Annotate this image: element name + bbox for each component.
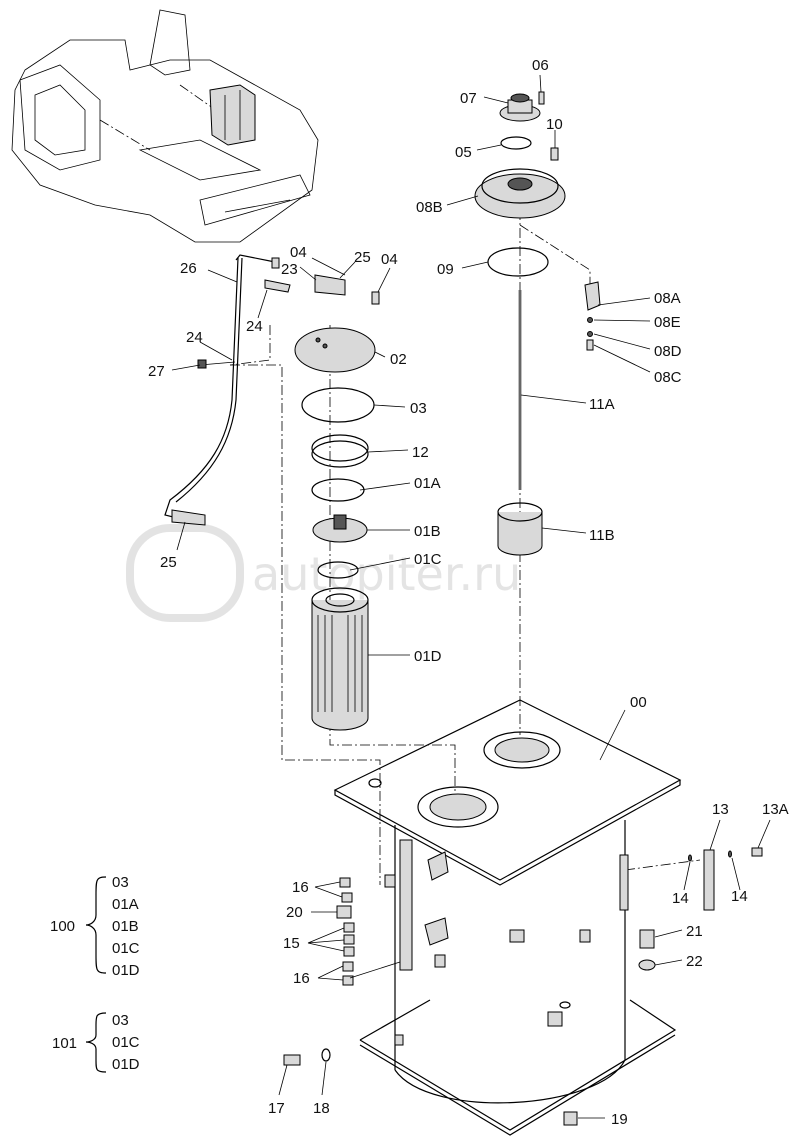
- label-20: 20: [286, 904, 303, 921]
- label-24-lower: 24: [246, 318, 263, 335]
- washer-14-left: [688, 854, 692, 862]
- label-12: 12: [412, 444, 429, 461]
- spring-01A: [311, 478, 365, 502]
- label-21: 21: [686, 923, 703, 940]
- label-15: 15: [283, 935, 300, 952]
- kit-100-list: 100 03 01A 01B 01C 01D: [50, 874, 140, 979]
- label-04-left: 04: [290, 244, 307, 261]
- label-11A: 11A: [589, 396, 615, 413]
- washer-22: [638, 959, 656, 971]
- ring-12: [311, 434, 369, 468]
- label-07: 07: [460, 90, 477, 107]
- bolt-10: [550, 147, 559, 161]
- label-27: 27: [148, 363, 165, 380]
- label-26: 26: [180, 260, 197, 277]
- label-24-upper: 24: [186, 329, 203, 346]
- o-ring-01C: [317, 561, 359, 579]
- label-01C: 01C: [414, 551, 442, 568]
- bolt-08C: [586, 339, 594, 351]
- label-06: 06: [532, 57, 549, 74]
- plug-19: [563, 1111, 578, 1126]
- washer-08D: [587, 331, 593, 337]
- callout-labels: 06 07 10 05 08B 09 08A 08E 08D 08C 11A 1…: [148, 57, 789, 1128]
- leader-lines: [171, 74, 771, 1119]
- kit-100-number: 100: [50, 918, 75, 935]
- label-02: 02: [390, 351, 407, 368]
- label-22: 22: [686, 953, 703, 970]
- kit-100-item: 01B: [112, 918, 139, 935]
- label-01D: 01D: [414, 648, 442, 665]
- label-04-right: 04: [381, 251, 398, 268]
- bypass-valve-cap: [499, 93, 541, 122]
- drain-17: [283, 1054, 301, 1066]
- label-14-right: 14: [731, 888, 748, 905]
- kit-brace-100: [85, 876, 107, 974]
- label-00: 00: [630, 694, 647, 711]
- valve-01B: [312, 514, 368, 543]
- label-01A: 01A: [414, 475, 441, 492]
- suction-strainer-11B: [497, 502, 543, 556]
- bolts-15-16-20: [336, 877, 355, 986]
- pin-06: [538, 91, 545, 105]
- tank-location-marker: [209, 84, 256, 146]
- kit-101-list: 101 03 01C 01D: [52, 1012, 140, 1073]
- label-10: 10: [546, 116, 563, 133]
- label-13: 13: [712, 801, 729, 818]
- level-gauge-13: [703, 849, 715, 911]
- label-05: 05: [455, 144, 472, 161]
- o-ring-09: [487, 247, 549, 277]
- o-ring-03: [301, 387, 375, 423]
- label-23: 23: [281, 261, 298, 278]
- label-03: 03: [410, 400, 427, 417]
- label-08E: 08E: [654, 314, 681, 331]
- kit-100-item: 01D: [112, 962, 140, 979]
- o-ring-18: [321, 1048, 331, 1062]
- label-08B: 08B: [416, 199, 443, 216]
- watermark-text: autopiter.ru: [252, 547, 521, 601]
- o-ring-05: [500, 136, 532, 150]
- bracket-08A: [584, 281, 601, 311]
- kit-101-number: 101: [52, 1035, 77, 1052]
- excavator-outline: [11, 9, 319, 243]
- kit-brace-101: [85, 1012, 107, 1073]
- kit-101-item: 01D: [112, 1056, 140, 1073]
- label-14-left: 14: [672, 890, 689, 907]
- filter-element-01D: [311, 587, 369, 731]
- label-19: 19: [611, 1111, 628, 1128]
- label-08A: 08A: [654, 290, 681, 307]
- sensor-hose: [164, 254, 380, 526]
- kit-101-item: 01C: [112, 1034, 140, 1051]
- label-25-lower: 25: [160, 554, 177, 571]
- label-13A: 13A: [762, 801, 789, 818]
- washer-08E: [587, 317, 593, 323]
- hydraulic-tank-00: [333, 699, 682, 1136]
- cover-plate-02: [294, 327, 376, 373]
- label-16-upper: 16: [292, 879, 309, 896]
- label-01B: 01B: [414, 523, 441, 540]
- tank-cover-08B: [474, 168, 566, 219]
- label-25-upper: 25: [354, 249, 371, 266]
- label-16-lower: 16: [293, 970, 310, 987]
- label-17: 17: [268, 1100, 285, 1117]
- kit-100-item: 01A: [112, 896, 139, 913]
- washer-14-right: [728, 850, 732, 858]
- label-09: 09: [437, 261, 454, 278]
- plug-21: [639, 929, 655, 949]
- bolt-13A: [751, 847, 763, 857]
- kit-100-item: 03: [112, 874, 129, 891]
- label-08C: 08C: [654, 369, 682, 386]
- kit-100-item: 01C: [112, 940, 140, 957]
- kit-101-item: 03: [112, 1012, 129, 1029]
- watermark: autopiter.ru: [126, 524, 521, 622]
- label-18: 18: [313, 1100, 330, 1117]
- label-08D: 08D: [654, 343, 682, 360]
- label-11B: 11B: [589, 527, 615, 544]
